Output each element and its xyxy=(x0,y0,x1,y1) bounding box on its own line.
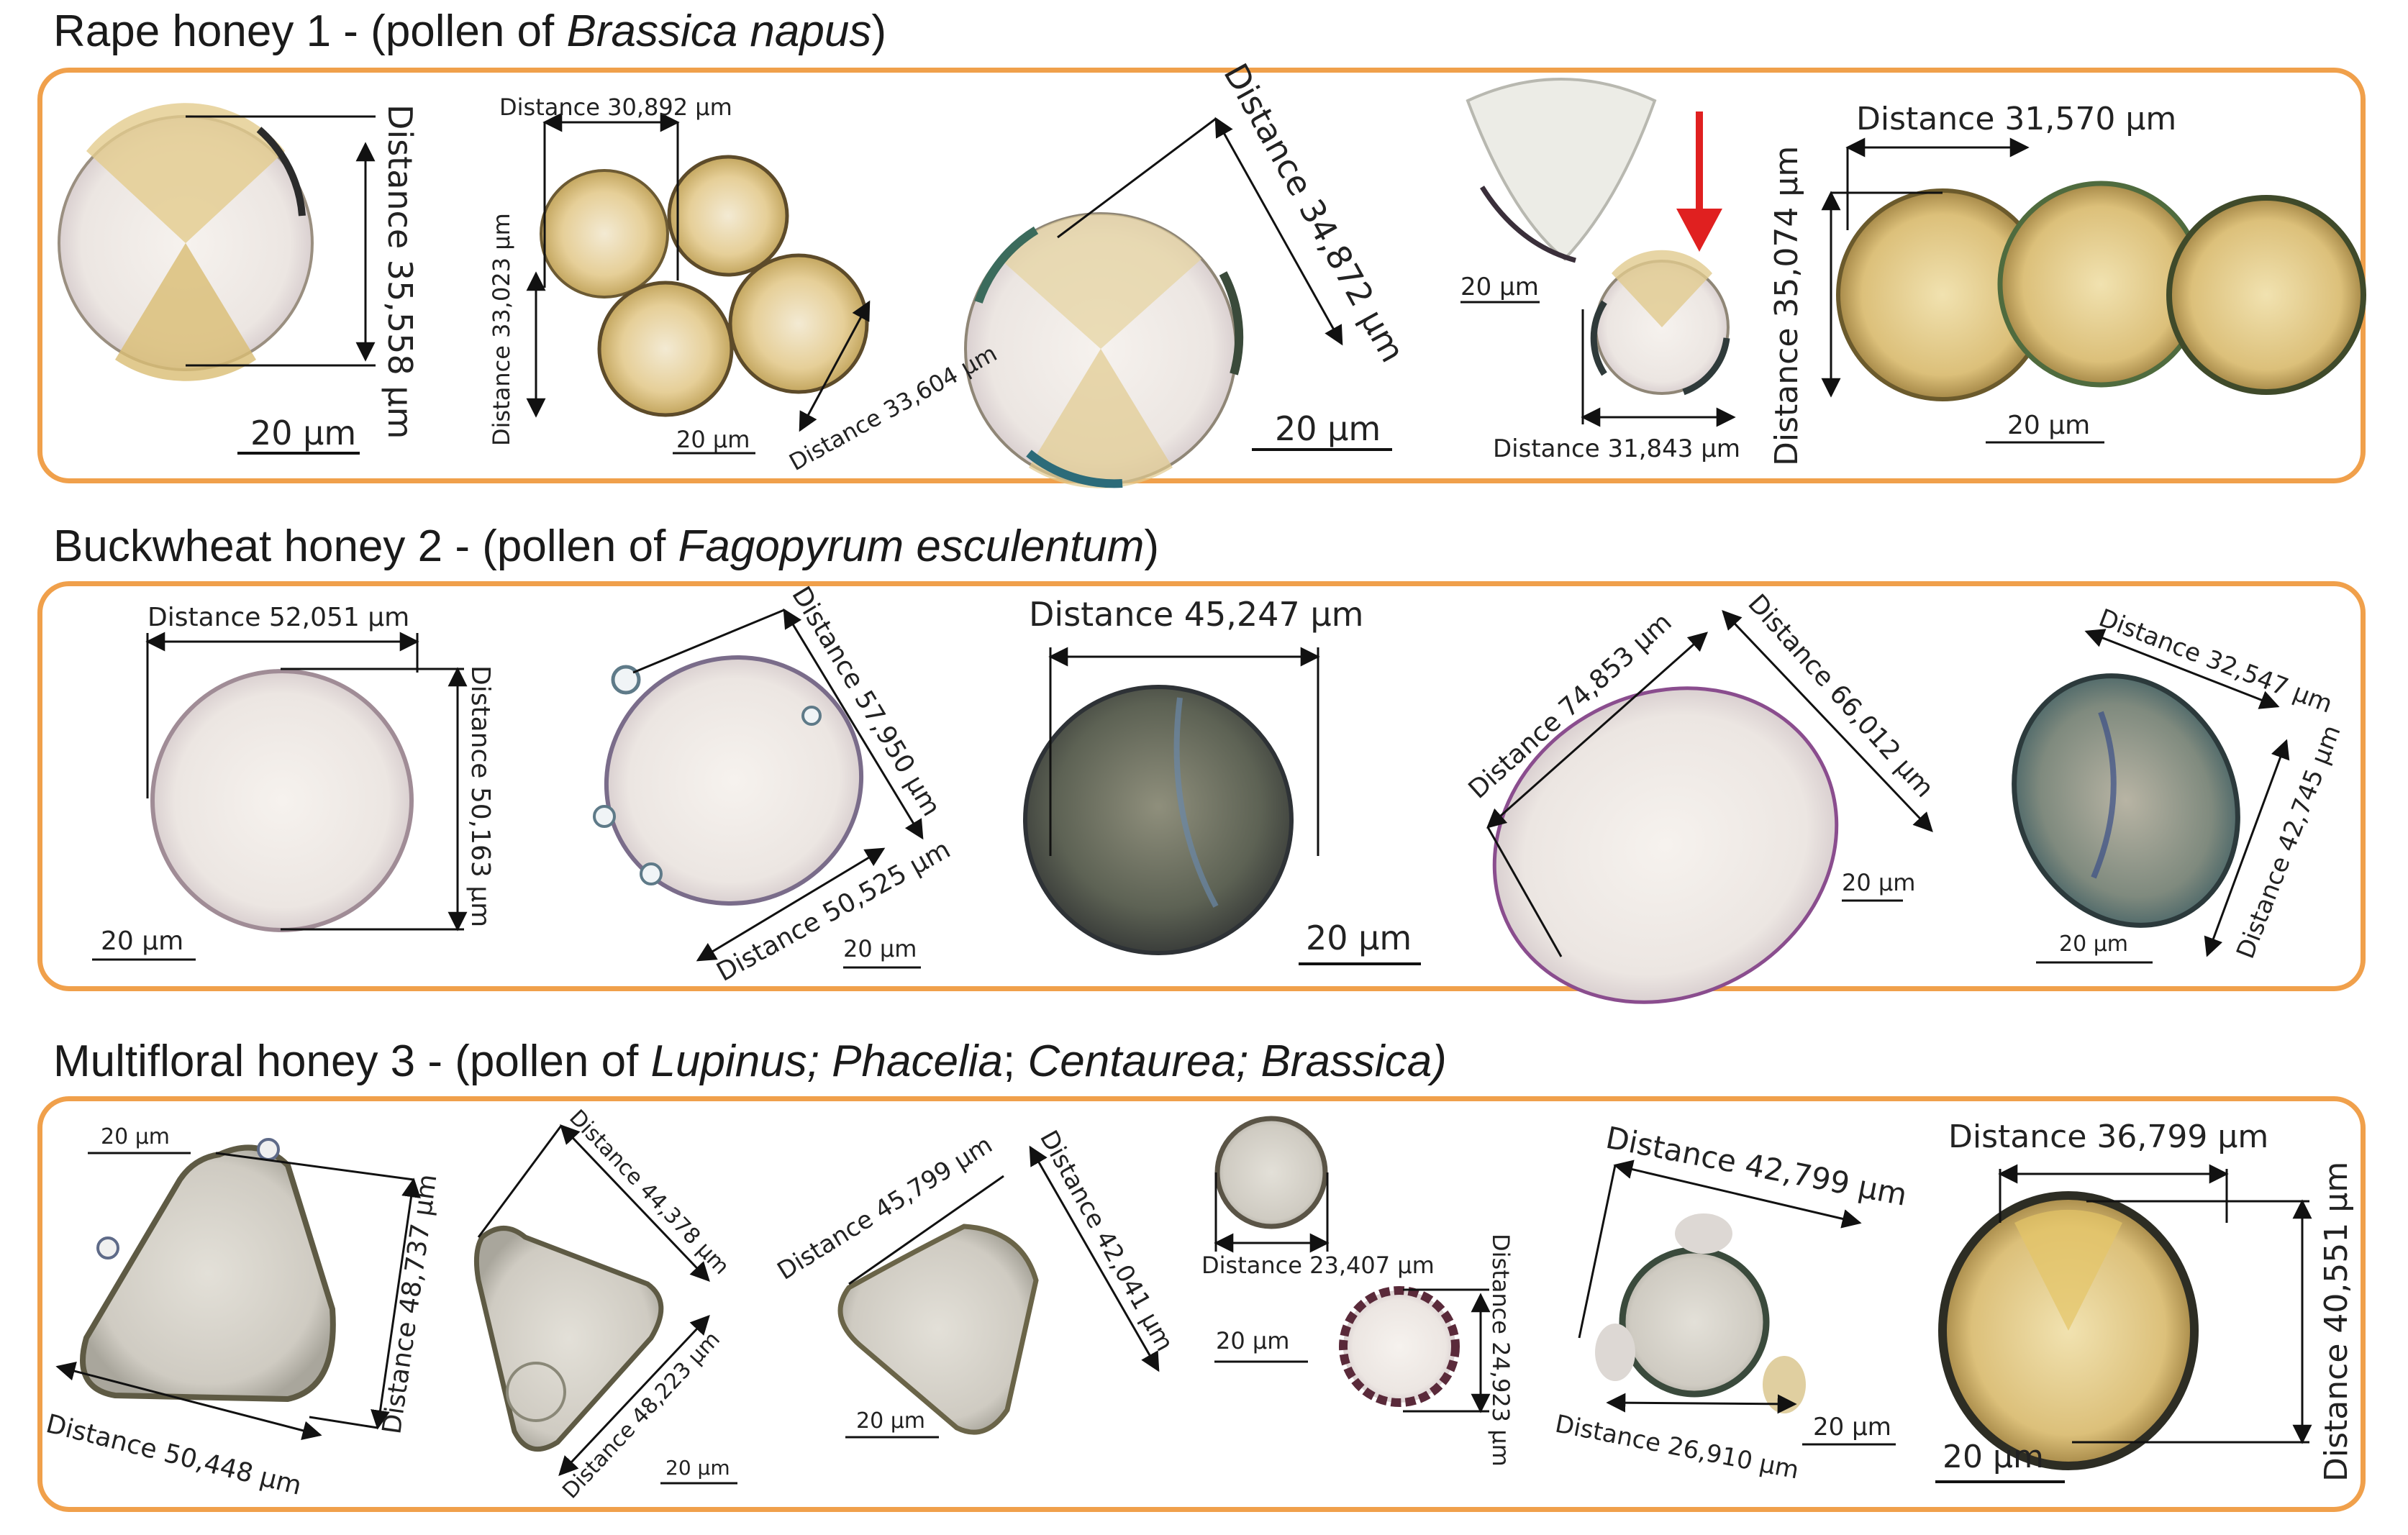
rape-grain-chain xyxy=(1836,181,2366,401)
multifloral-grain-4 xyxy=(1214,1116,1328,1229)
rape-grain-1 xyxy=(58,103,314,381)
measure-label: Distance 42,041 µm xyxy=(1034,1126,1179,1356)
scale-bar-label: 20 µm xyxy=(1460,273,1539,301)
measure-label: Distance 48,737 µm xyxy=(377,1172,442,1436)
scale-bar-label: 20 µm xyxy=(1275,409,1381,448)
red-arrow-head xyxy=(1676,209,1722,252)
section-title-rape: Rape honey 1 - (pollen of Brassica napus… xyxy=(53,6,887,56)
scale-bar-label: 20 µm xyxy=(2059,932,2128,957)
scale-bar-label: 20 µm xyxy=(1813,1413,1891,1441)
measure-label: Distance 23,407 µm xyxy=(1201,1252,1435,1279)
scale-bar-label: 20 µm xyxy=(101,926,183,956)
measure-label: Distance 36,799 µm xyxy=(1948,1119,2268,1155)
scale-bar-label: 20 µm xyxy=(250,414,356,452)
rape-grain-cluster xyxy=(540,155,869,417)
measure-label: Distance 35,074 µm xyxy=(1768,146,1805,466)
multifloral-grain-5 xyxy=(1339,1286,1460,1407)
measure-label: Distance 45,247 µm xyxy=(1029,595,1363,634)
measure-label: Distance 40,551 µm xyxy=(2318,1162,2355,1482)
rape-grain-4 xyxy=(1466,78,1730,396)
scale-bar-label: 20 µm xyxy=(1216,1327,1289,1354)
scale-bar-label: 20 µm xyxy=(856,1408,925,1434)
buckwheat-grain-3 xyxy=(1023,685,1294,955)
measure-label: Distance 31,843 µm xyxy=(1493,434,1740,463)
scale-bar-label: 20 µm xyxy=(1842,869,1915,896)
measure-label: Distance 31,570 µm xyxy=(1856,101,2176,137)
multifloral-grain-1 xyxy=(80,1138,336,1403)
scale-bar-label: 20 µm xyxy=(1943,1439,2044,1475)
measure-label: Distance 26,910 µm xyxy=(1553,1410,1801,1485)
section-title-buckwheat: Buckwheat honey 2 - (pollen of Fagopyrum… xyxy=(53,521,1160,571)
multifloral-grain-6 xyxy=(1595,1213,1806,1413)
measure-label: Distance 50,448 µm xyxy=(43,1409,304,1501)
multifloral-grain-7 xyxy=(1938,1191,2199,1470)
scale-bar-label: 20 µm xyxy=(1306,919,1412,957)
scale-bar-label: 20 µm xyxy=(676,426,750,453)
buckwheat-grain-1 xyxy=(150,669,414,932)
scale-bar-label: 20 µm xyxy=(2007,411,2090,440)
scale-bar-label: 20 µm xyxy=(101,1124,170,1149)
multifloral-grain-3 xyxy=(837,1224,1039,1435)
measure-label: Distance 30,892 µm xyxy=(499,94,732,121)
measure-label: Distance 35,558 µm xyxy=(381,104,419,439)
measure-label: Distance 24,923 µm xyxy=(1487,1234,1514,1467)
scale-bar-label: 20 µm xyxy=(665,1456,730,1480)
measure-label: Distance 50,163 µm xyxy=(465,665,495,927)
rape-grain-3 xyxy=(964,212,1244,488)
measure-label: Distance 34,872 µm xyxy=(1216,57,1412,368)
measure-label: Distance 52,051 µm xyxy=(147,603,409,632)
measure-label: Distance 33,023 µm xyxy=(488,213,515,446)
section-title-multifloral: Multifloral honey 3 - (pollen of Lupinus… xyxy=(53,1037,1447,1086)
scale-bar-label: 20 µm xyxy=(843,935,917,962)
measure-label: Distance 44,378 µm xyxy=(564,1105,734,1280)
